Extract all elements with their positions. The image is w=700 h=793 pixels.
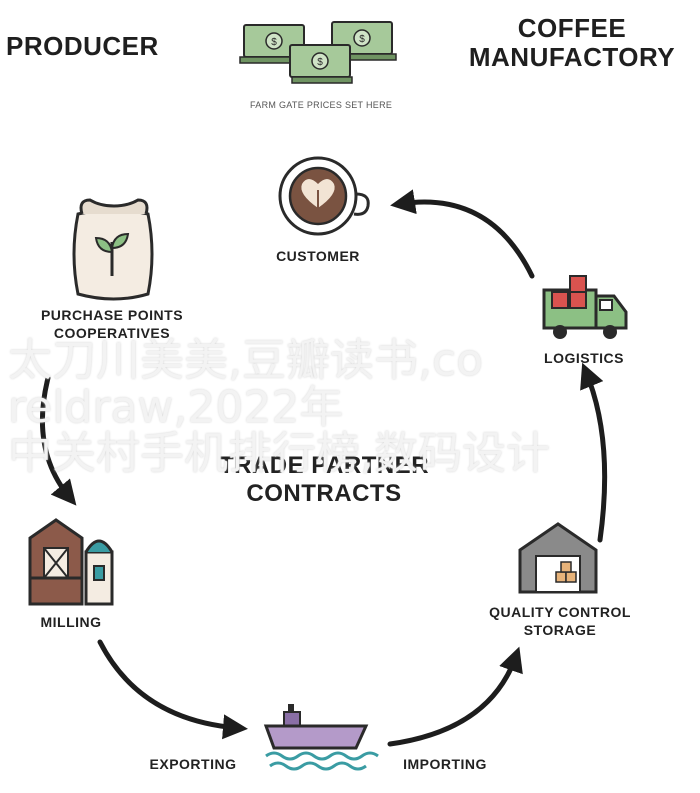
cargo-ship-icon — [263, 704, 379, 771]
quality-control-line2: STORAGE — [523, 622, 597, 638]
producer-heading: PRODUCER — [6, 31, 159, 61]
milling-label: MILLING — [40, 614, 102, 630]
arrow-logistics-to-customer — [390, 189, 535, 279]
exporting-label: EXPORTING — [149, 756, 237, 772]
purchase-points-line1: PURCHASE POINTS — [40, 307, 184, 323]
overlay-line2: reldraw,2022年 — [8, 381, 344, 433]
coffee-heading-line1: COFFEE — [517, 13, 627, 43]
trade-partner-line1: TRADE PARTNER — [218, 452, 430, 479]
overlay-line3: 中关村手机排行榜,数码设计 — [8, 428, 550, 480]
farm-gate-caption: FARM GATE PRICES SET HERE — [250, 100, 393, 110]
trade-partner-line2: CONTRACTS — [246, 480, 402, 507]
overlay-line1: 太刀川美美,豆瓣读书,co — [8, 335, 484, 386]
arrow-importing-to-storage — [387, 646, 523, 747]
purchase-points-line2: COOPERATIVES — [53, 325, 171, 341]
svg-text:$: $ — [271, 37, 277, 48]
trade-partner-label: TRADE PARTNER CONTRACTS — [214, 452, 434, 508]
seed-sack-icon — [72, 198, 154, 301]
coffee-heading-line2: MANUFACTORY — [468, 41, 676, 72]
svg-text:$: $ — [317, 57, 323, 68]
quality-control-label: QUALITY CONTROL STORAGE — [470, 603, 650, 639]
flow-arrows — [39, 189, 608, 747]
coffee-manufactory-heading: COFFEE MANUFACTORY — [452, 14, 692, 71]
coffee-cup-icon — [278, 156, 370, 236]
svg-text:$: $ — [359, 34, 365, 45]
importing-label: IMPORTING — [403, 756, 487, 772]
barn-mill-icon — [28, 518, 114, 606]
arrow-purchase-to-milling — [39, 375, 77, 506]
arrow-storage-to-logistics — [580, 362, 608, 543]
warehouse-icon — [518, 522, 598, 594]
quality-control-line1: QUALITY CONTROL — [489, 604, 631, 620]
arrow-milling-to-exporting — [97, 639, 248, 740]
customer-label: CUSTOMER — [276, 248, 360, 264]
delivery-truck-icon — [542, 275, 628, 339]
purchase-points-label: PURCHASE POINTS COOPERATIVES — [24, 306, 200, 342]
cash-icon: $ $ $ — [239, 21, 397, 84]
logistics-label: LOGISTICS — [544, 350, 624, 366]
overlay-text: 太刀川美美,豆瓣读书,co reldraw,2022年 中关村手机排行榜,数码设… — [8, 335, 700, 480]
